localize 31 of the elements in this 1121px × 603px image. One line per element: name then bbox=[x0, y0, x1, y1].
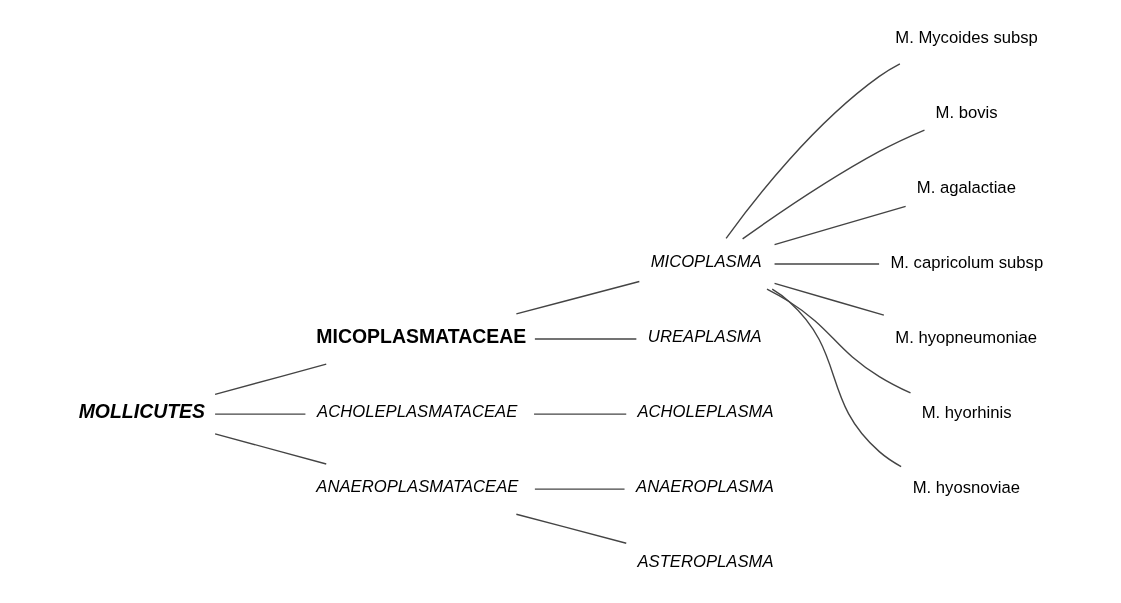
connector bbox=[515, 280, 640, 315]
connector bbox=[213, 363, 327, 396]
connector bbox=[765, 288, 911, 394]
connector bbox=[773, 263, 880, 265]
connector bbox=[213, 433, 327, 465]
connector bbox=[213, 413, 306, 415]
node-text: M. hyosnoviae bbox=[912, 478, 1020, 498]
connector bbox=[532, 413, 627, 415]
node-text: M. hyopneumoniae bbox=[894, 328, 1037, 348]
node-text: ANAEROPLASMATACEAE bbox=[315, 477, 518, 497]
connector bbox=[533, 488, 625, 490]
connector bbox=[771, 288, 902, 468]
node-text: M. hyorhinis bbox=[921, 403, 1011, 423]
node-text: M. agalactiae bbox=[916, 178, 1016, 198]
connector bbox=[724, 63, 901, 240]
node-text: M. capricolum subsp bbox=[889, 253, 1043, 273]
node-text: ACHOLEPLASMATACEAE bbox=[316, 402, 517, 422]
node-text: ACHOLEPLASMA bbox=[636, 402, 774, 422]
connector bbox=[533, 338, 637, 340]
node-text: ANAEROPLASMA bbox=[635, 477, 774, 497]
connector bbox=[741, 129, 925, 240]
connector bbox=[773, 282, 885, 316]
node-text: M. bovis bbox=[935, 103, 998, 123]
node-text: MICOPLASMATACEAE bbox=[315, 324, 526, 347]
connector bbox=[515, 513, 627, 544]
node-text: MOLLICUTES bbox=[78, 399, 205, 422]
node-text: MICOPLASMA bbox=[650, 251, 762, 271]
connector bbox=[773, 205, 906, 246]
node-text: UREAPLASMA bbox=[647, 326, 762, 346]
node-text: M. Mycoides subsp bbox=[894, 28, 1038, 48]
node-text: ASTEROPLASMA bbox=[636, 552, 774, 572]
